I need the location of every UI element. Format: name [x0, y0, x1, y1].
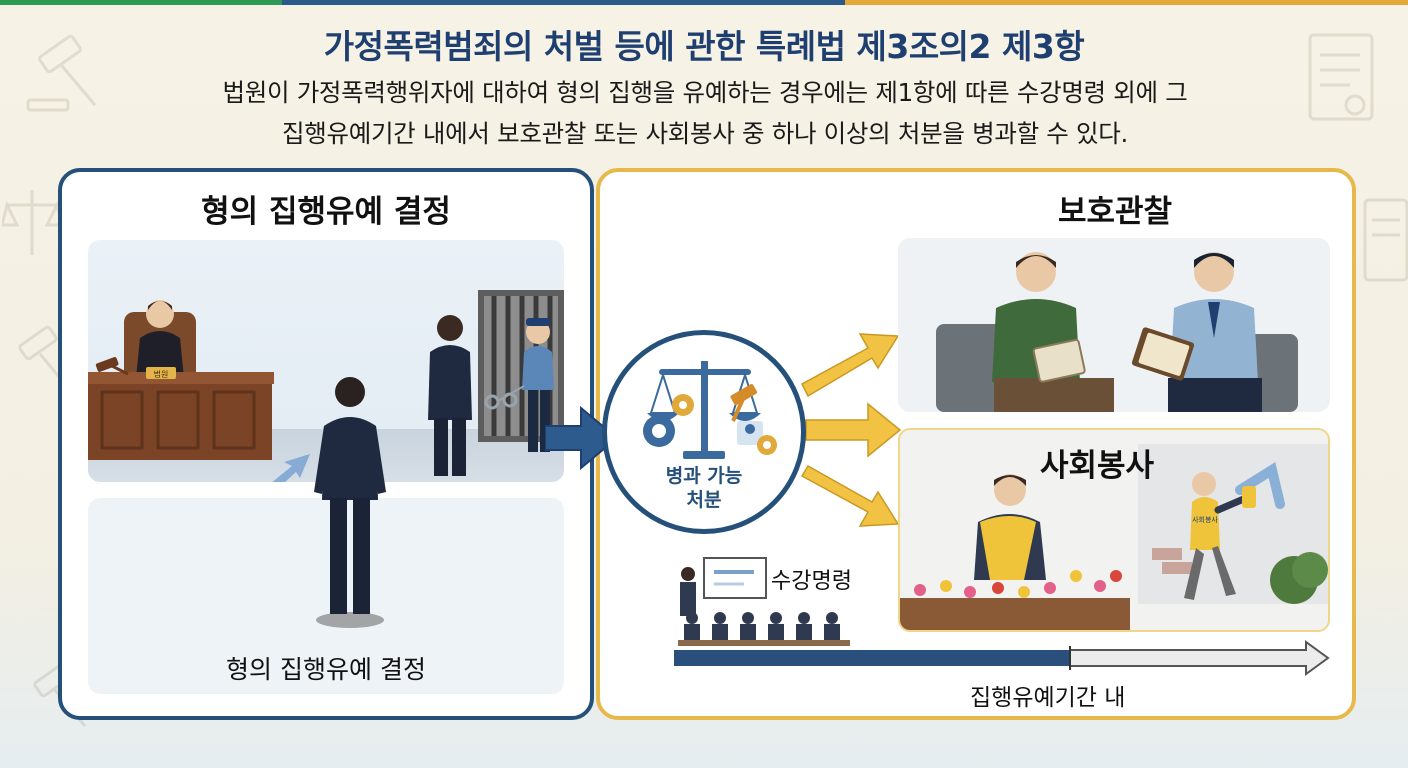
scales-icon [2, 190, 62, 255]
gavel-icon [26, 34, 97, 112]
law-text: 법원이 가정폭력행위자에 대하여 형의 집행을 유예하는 경우에는 제1항에 따… [60, 72, 1350, 154]
document-icon [1308, 33, 1374, 121]
document-icon [1363, 198, 1408, 282]
handcuffs-icon [484, 385, 525, 410]
lecture-icon [678, 557, 850, 646]
course-order-label: 수강명령 [771, 569, 852, 594]
arrow-icon [800, 333, 902, 527]
concurrent-dispositions-circle [602, 330, 806, 534]
law-text-line-2: 집행유예기간 내에서 보호관찰 또는 사회봉사 중 하나 이상의 처분을 병과할… [281, 119, 1128, 148]
circle-label-line-2: 처분 [686, 489, 722, 511]
page-title: 가정폭력범죄의 처벌 등에 관한 특례법 제3조의2 제3항 [323, 27, 1085, 66]
person-icon [737, 421, 777, 455]
top-color-bar [0, 0, 1408, 5]
probation-heading: 보호관찰 [1057, 194, 1173, 230]
defendant-scene [88, 498, 564, 694]
suspension-period-timeline [674, 640, 1330, 676]
defendant-figure [314, 377, 386, 628]
suspension-period-label: 집행유예기간 내 [970, 685, 1126, 711]
law-text-line-1: 법원이 가정폭력행위자에 대하여 형의 집행을 유예하는 경우에는 제1항에 따… [222, 78, 1188, 107]
circle-label-line-1: 병과 가능 [665, 465, 743, 487]
judge-nameplate: 법원 [154, 369, 169, 379]
suspension-heading: 형의 집행유예 결정 [201, 194, 451, 230]
vest-text: 사회봉사 [1192, 515, 1218, 524]
community-service-heading: 사회봉사 [1040, 448, 1155, 484]
suspension-caption: 형의 집행유예 결정 [226, 655, 426, 684]
community-service-scene: 사회봉사 [898, 428, 1330, 632]
gavel-icon [730, 384, 758, 422]
gear-icon [643, 394, 694, 447]
gavel-icon [95, 357, 129, 376]
probation-scene [898, 238, 1330, 412]
concurrent-dispositions-label: 병과 가능 처분 [602, 464, 806, 512]
arrow-icon [545, 405, 619, 471]
